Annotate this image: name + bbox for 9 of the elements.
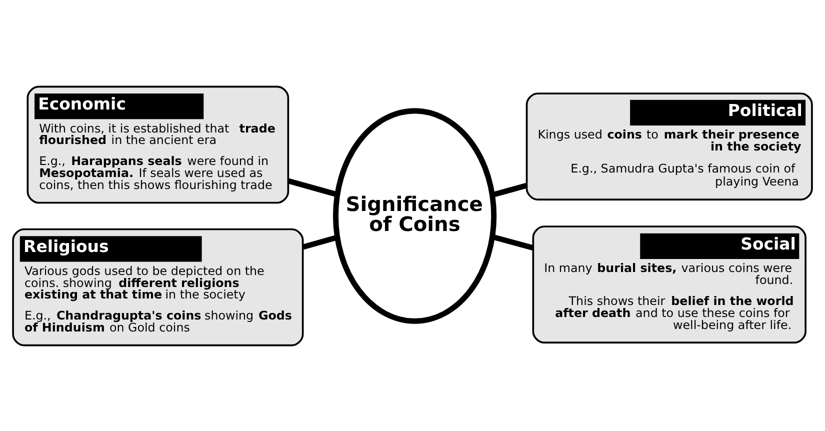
connector bbox=[287, 178, 338, 197]
node-ellipse: Significance of Coins bbox=[332, 108, 497, 324]
node-box: Political Kings used coins to mark their presence in the society E.g., Samudra Gupta's famous coin of playing Veena bbox=[526, 92, 813, 200]
connector bbox=[302, 234, 338, 250]
node-box: Economic With coins, it is established that trade flourished in the ancient era E.g., Harappans seals were found in Mesopotamia. If seals were used as coins, then this shows flourishing trade bbox=[26, 85, 290, 204]
connector bbox=[492, 182, 528, 198]
node-box: Religious Various gods used to be depicted on the coins. showing different religions existing at that time in the society E.g., Chandragupta's coins showing Gods of Hinduism on Gold coins bbox=[12, 228, 304, 346]
connector bbox=[492, 234, 534, 250]
node-box: Social In many burial sites, various coins were found. This shows their belief in the world after death and to use these coins for well-being after life. bbox=[532, 225, 806, 344]
